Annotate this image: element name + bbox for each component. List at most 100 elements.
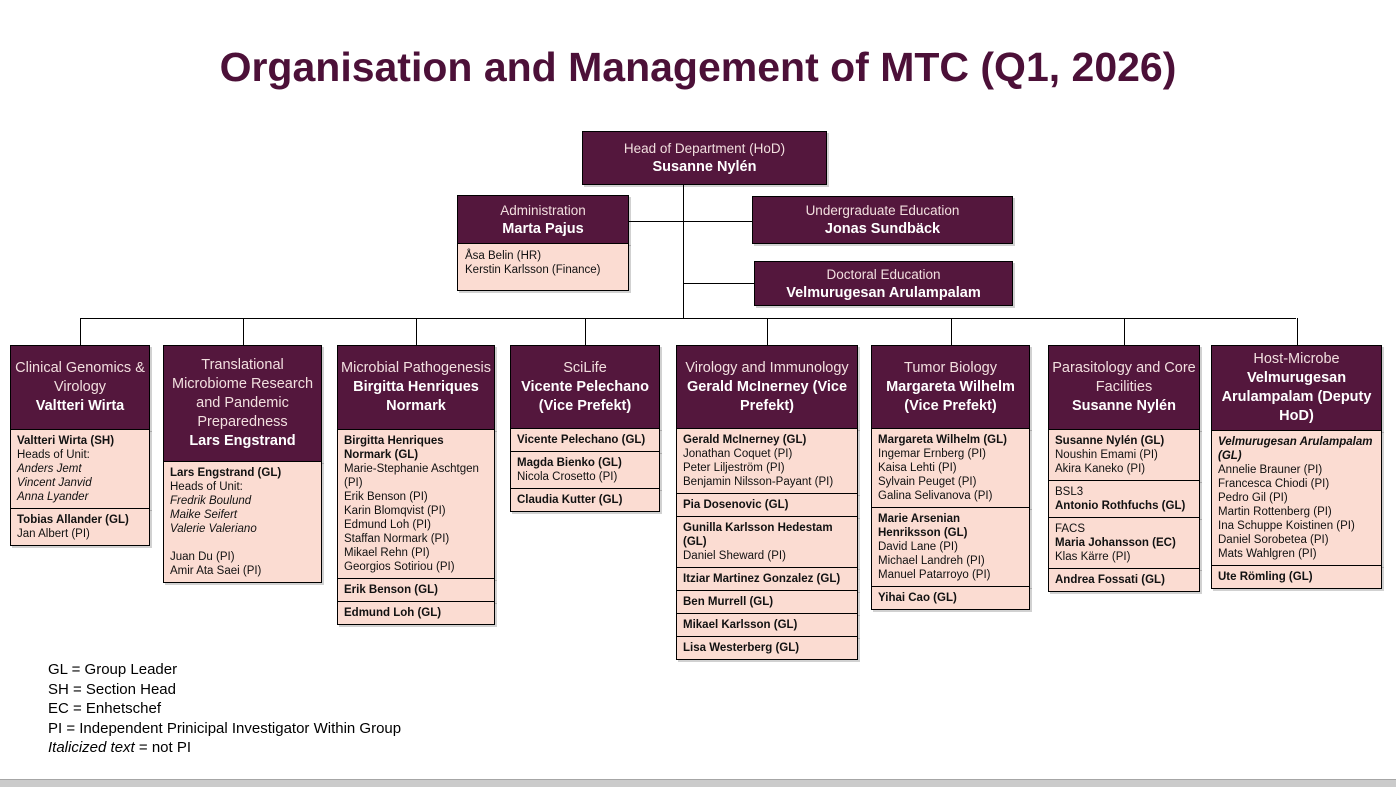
staff-box: Lars Engstrand (GL)Heads of Unit:Fredrik… — [163, 461, 322, 583]
staff-line: Mikael Karlsson (GL) — [683, 619, 798, 631]
node-role: Administration — [500, 202, 586, 218]
node-role: Undergraduate Education — [805, 203, 960, 218]
org-node-administration: Administration Marta Pajus — [457, 195, 629, 244]
staff-box: Marie Arsenian Henriksson (GL) David Lane… — [871, 507, 1030, 587]
staff-line: Velmurugesan Arulampalam (GL) — [1218, 436, 1373, 462]
column-name: Susanne Nylén — [1072, 398, 1176, 414]
staff-line: Ina Schuppe Koistinen (PI) — [1218, 520, 1355, 532]
column-name: Birgitta Henriques Normark — [353, 379, 479, 414]
staff-line: Akira Kaneko (PI) — [1055, 463, 1146, 475]
staff-line: Åsa Belin (HR) — [465, 250, 542, 262]
staff-line: Erik Benson (PI) — [344, 491, 428, 503]
staff-line: Gerald McInerney (GL) — [683, 434, 807, 446]
connector-line — [1297, 318, 1298, 345]
staff-line: Georgios Sotiriou (PI) — [344, 561, 455, 573]
page-title: Organisation and Management of MTC (Q1, … — [219, 44, 1177, 90]
staff-line: Heads of Unit: — [17, 449, 90, 461]
staff-line: Magda Bienko (GL) — [517, 457, 622, 469]
staff-line: Susanne Nylén (GL) — [1055, 435, 1165, 447]
staff-line: Valerie Valeriano — [170, 523, 257, 535]
staff-line: Edmund Loh (PI) — [344, 519, 431, 531]
connector-line — [951, 318, 952, 345]
column-name: Vicente Pelechano (Vice Prefekt) — [521, 378, 649, 414]
staff-box: Magda Bienko (GL) Nicola Crosetto (PI) — [510, 451, 660, 489]
staff-box: Mikael Karlsson (GL) — [676, 613, 858, 637]
connector-line — [243, 318, 244, 345]
connector-line — [585, 318, 586, 345]
org-node-doctoral-education: Doctoral Education Velmurugesan Arulampa… — [754, 261, 1013, 306]
staff-box: Lisa Westerberg (GL) — [676, 636, 858, 660]
column-role: Microbial Pathogenesis — [341, 360, 491, 376]
staff-line: Claudia Kutter (GL) — [517, 494, 623, 506]
column-role: Tumor Biology — [904, 359, 997, 376]
staff-line: Marie Arsenian Henriksson (GL) — [878, 513, 968, 539]
connector-line — [767, 318, 768, 345]
staff-line: Tobias Allander (GL) — [17, 514, 129, 526]
staff-line: Itziar Martinez Gonzalez (GL) — [683, 573, 841, 585]
staff-line: Heads of Unit: — [170, 481, 243, 493]
staff-line: FACS — [1055, 523, 1086, 535]
node-name: Marta Pajus — [502, 220, 584, 237]
staff-line: Maria Johansson (EC) — [1055, 537, 1176, 549]
staff-box: Claudia Kutter (GL) — [510, 488, 660, 512]
staff-line: Vincent Janvid — [17, 477, 92, 489]
node-name: Velmurugesan Arulampalam — [786, 284, 981, 301]
staff-line: Margareta Wilhelm (GL) — [878, 434, 1007, 446]
staff-box: Erik Benson (GL) — [337, 578, 495, 602]
horizontal-scrollbar[interactable] — [0, 779, 1396, 787]
staff-box: Birgitta Henriques Normark (GL)Marie-Ste… — [337, 429, 495, 579]
staff-line: Nicola Crosetto (PI) — [517, 471, 618, 483]
column-role: SciLife — [563, 359, 607, 376]
staff-line: Ben Murrell (GL) — [683, 596, 774, 608]
staff-line: Daniel Sorobetea (PI) — [1218, 534, 1329, 546]
staff-line: Erik Benson (GL) — [344, 584, 438, 596]
staff-line: Fredrik Boulund — [170, 495, 252, 507]
staff-box: Velmurugesan Arulampalam (GL)Annelie Bra… — [1211, 430, 1382, 566]
staff-line: Anders Jemt — [17, 463, 82, 475]
staff-line: David Lane (PI) — [878, 541, 958, 553]
staff-line: Staffan Normark (PI) — [344, 533, 450, 545]
staff-line: Birgitta Henriques Normark (GL) — [344, 435, 444, 461]
staff-box: Yihai Cao (GL) — [871, 586, 1030, 610]
staff-line: Benjamin Nilsson-Payant (PI) — [683, 476, 834, 488]
staff-line: Daniel Sheward (PI) — [683, 550, 786, 562]
staff-line: Juan Du (PI) — [170, 551, 235, 563]
connector-line — [684, 283, 754, 284]
org-node-administration-staff: Åsa Belin (HR) Kerstin Karlsson (Finance… — [457, 243, 629, 291]
connector-line — [683, 185, 684, 318]
node-name: Susanne Nylén — [652, 159, 757, 175]
column-role: Translational Microbiome Research and Pa… — [171, 357, 314, 430]
staff-line: Karin Blomqvist (PI) — [344, 505, 446, 517]
connector-line — [684, 221, 752, 222]
staff-box: Gerald McInerney (GL)Jonathan Coquet (PI… — [676, 428, 858, 494]
staff-line: Sylvain Peuget (PI) — [878, 476, 977, 488]
staff-box: Andrea Fossati (GL) — [1048, 568, 1200, 592]
staff-line: Marie-Stephanie Aschtgen (PI) — [344, 463, 479, 489]
connector-line — [1124, 318, 1125, 345]
staff-line: Manuel Patarroyo (PI) — [878, 569, 991, 581]
staff-line: Jan Albert (PI) — [17, 528, 90, 540]
legend-line: Italicized text = not PI — [48, 739, 192, 757]
staff-line: Pia Dosenovic (GL) — [683, 499, 789, 511]
staff-line — [170, 536, 315, 550]
org-column: Translational Microbiome Research and Pa… — [163, 345, 322, 583]
staff-box: Tobias Allander (GL) Jan Albert (PI) — [10, 508, 150, 546]
legend-line: SH = Section Head — [48, 680, 176, 698]
staff-line: Valtteri Wirta (SH) — [17, 435, 115, 447]
staff-box: Vicente Pelechano (GL) — [510, 428, 660, 452]
staff-box: Susanne Nylén (GL)Noushin Emami (PI)Akir… — [1048, 429, 1200, 481]
column-role: Parasitology and Core Facilities — [1052, 360, 1196, 395]
staff-line: Mats Wahlgren (PI) — [1218, 548, 1317, 560]
staff-line: Andrea Fossati (GL) — [1055, 574, 1165, 586]
